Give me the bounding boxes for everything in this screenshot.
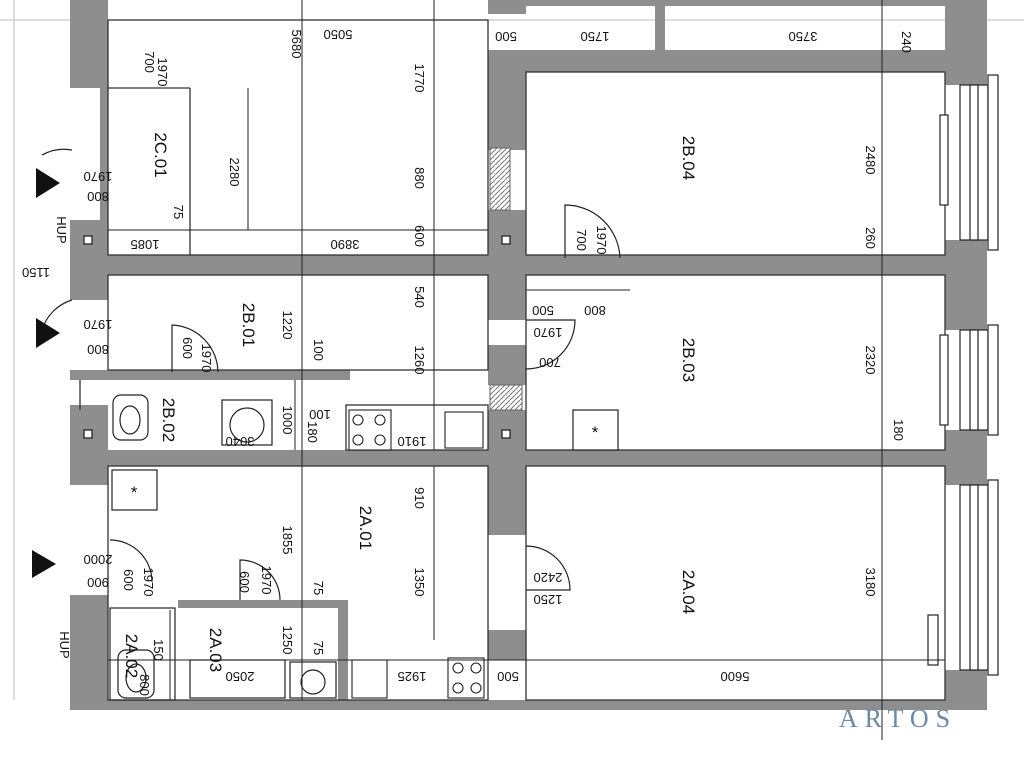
dimension-label: 1250: [280, 626, 295, 655]
interior-lines: [79, 19, 946, 701]
dimension-label: 240: [899, 31, 914, 53]
dimension-label: 3180: [863, 568, 878, 597]
dimension-label: 75: [311, 641, 326, 655]
dimension-label: 150: [151, 639, 166, 661]
dimension-label: 540: [412, 286, 427, 308]
dimension-label: 180: [305, 421, 320, 443]
dimension-label: 1970: [84, 169, 113, 184]
room-label: 2B.04: [679, 136, 698, 180]
dimension-label: 800: [137, 674, 152, 696]
dimension-label: 1250: [534, 592, 563, 607]
kitchen-fixtures: [348, 409, 485, 699]
dimension-label: 700: [142, 51, 157, 73]
dimension-label: 2420: [534, 570, 563, 585]
dimension-label: 500: [532, 303, 554, 318]
dimension-label: 880: [412, 167, 427, 189]
dimension-label: 700: [539, 355, 561, 370]
room-label: 2A.01: [356, 506, 375, 550]
dimension-label: 800: [584, 303, 606, 318]
dimension-label: 180: [891, 419, 906, 441]
dimension-label: 1970: [199, 344, 214, 373]
hup-label: HUP: [57, 631, 72, 658]
dimension-label: 1220: [280, 311, 295, 340]
dimension-label: 3890: [331, 237, 360, 252]
dimension-label: 2320: [863, 346, 878, 375]
dimension-label: 900: [87, 575, 109, 590]
dimension-label: 5050: [324, 27, 353, 42]
dimension-label: 1925: [398, 669, 427, 684]
door-swings: [41, 148, 621, 601]
dimension-label: 1855: [280, 526, 295, 555]
dimension-label: 3040: [226, 434, 255, 449]
dimension-label: 600: [180, 337, 195, 359]
dimension-lines: [108, 0, 945, 740]
dimension-label: 600: [237, 571, 252, 593]
hup-label: HUP: [54, 216, 69, 243]
bathroom-fixtures: [112, 394, 337, 699]
dimension-label: 2050: [226, 669, 255, 684]
dimension-label: 910: [412, 487, 427, 509]
dimension-label: 1750: [581, 29, 610, 44]
dimension-label: 1150: [22, 265, 50, 280]
dimension-label: 2480: [863, 146, 878, 175]
vent-symbol: *: [131, 483, 138, 502]
dimension-label: 1970: [141, 568, 156, 597]
dimension-label: 1910: [398, 434, 427, 449]
room-label: 2B.03: [679, 338, 698, 382]
dimension-label: 2000: [84, 552, 113, 567]
room-label: 2A.04: [679, 570, 698, 614]
dimension-label: 3750: [789, 29, 818, 44]
room-labels: 2C.01 2B.04 2B.01 2B.03 2B.02 2A.01 2A.0…: [54, 132, 698, 678]
dimension-label: 1770: [412, 64, 427, 93]
dimension-label: 1350: [412, 568, 427, 597]
dimension-label: 1970: [534, 325, 563, 340]
wall-left-top: [70, 0, 108, 88]
dimension-label: 1970: [594, 226, 609, 255]
dimension-labels: 5680 5050 1770 880 600 3890 2280 75 1085…: [22, 27, 914, 696]
windows: [927, 74, 999, 676]
hatched-column: [489, 384, 523, 411]
column-markers: [83, 235, 511, 439]
dimension-label: 75: [171, 205, 186, 219]
dimension-label: 1260: [412, 346, 427, 375]
dimension-label: 500: [497, 669, 519, 684]
vent-symbol: *: [592, 423, 599, 442]
room-label: 2B.02: [159, 398, 178, 442]
room-label: 2B.01: [239, 303, 258, 347]
dimension-label: 1085: [131, 237, 160, 252]
dimension-label: 5600: [721, 669, 750, 684]
dimension-label: 5680: [289, 30, 304, 59]
dimension-label: 1970: [259, 566, 274, 595]
dimension-label: 1000: [280, 406, 295, 435]
walls: [70, 0, 987, 710]
watermark-logo: ARTOS: [839, 704, 957, 733]
dimension-label: 2280: [227, 158, 242, 187]
room-label: 2A.02: [122, 634, 141, 678]
dimension-label: 700: [574, 229, 589, 251]
dimension-label: 100: [311, 339, 326, 361]
dimension-label: 800: [87, 189, 109, 204]
ventilation-shaft: [111, 409, 619, 511]
dimension-label: 1970: [155, 58, 170, 87]
dimension-label: 75: [311, 581, 326, 595]
dimension-label: 100: [309, 407, 331, 422]
room-label: 2C.01: [151, 132, 170, 177]
dimension-label: 260: [863, 227, 878, 249]
dimension-label: 600: [412, 225, 427, 247]
dimension-label: 1970: [84, 317, 113, 332]
dimension-label: 500: [495, 29, 517, 44]
hatched-column: [489, 147, 511, 211]
room-label: 2A.03: [206, 628, 225, 672]
section-markers: [32, 168, 60, 578]
dimension-label: 600: [121, 569, 136, 591]
dimension-label: 800: [87, 342, 109, 357]
